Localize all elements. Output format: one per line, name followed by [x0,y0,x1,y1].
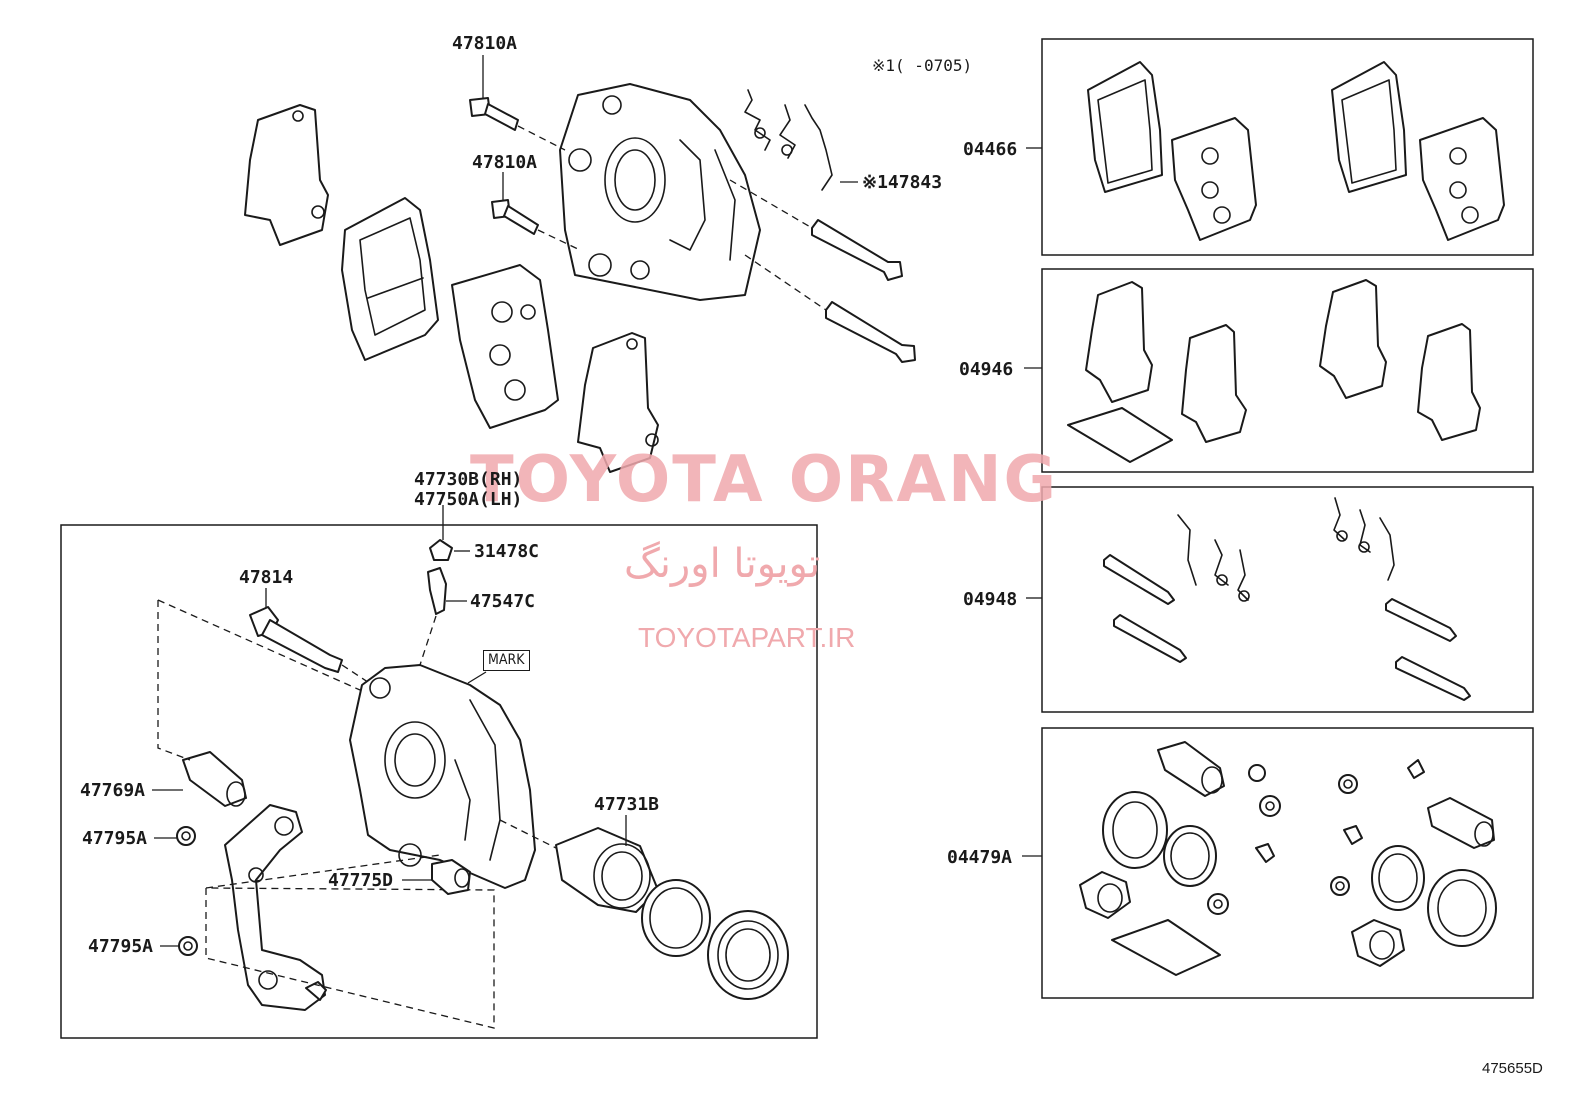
shim-upper-right [577,332,659,473]
label-47810a-mid: 47810A [472,152,538,173]
pin-47814 [249,606,343,673]
label-kit-04466: 04466 [963,139,1018,160]
piston-47731b [555,827,659,913]
diagram-code: 475655D [1482,1060,1543,1077]
kit-box-04946 [1041,268,1534,473]
upper-caliper [559,83,761,301]
bolt-47810a-mid [491,199,539,235]
kit-04479a-seals [1079,741,1497,976]
bushing-47769a [182,751,247,807]
washer-47795a-1 [176,826,196,846]
clip-47843-b [804,104,833,191]
label-47547c: 47547C [470,591,536,612]
label-47795a-1: 47795A [82,828,148,849]
bleeder-plug-47547c [427,567,447,615]
label-47814: 47814 [239,567,294,588]
label-kit-04479a: 04479A [947,847,1013,868]
label-kit-04948: 04948 [963,589,1018,610]
caliper-bracket [224,804,327,1011]
clip-47843-a [744,89,796,159]
label-47795a-2: 47795A [88,936,154,957]
bolt-47810a-top [469,97,519,131]
washer-47795a-2 [178,936,198,956]
kit-04946-shims [1067,279,1481,463]
bleeder-cap-31478c [429,539,453,561]
caliper-assembly-box [60,524,818,1039]
label-kit-04946: 04946 [959,359,1014,380]
kit-04466-pads [1087,61,1505,241]
watermark-persian: تویوتا اورنگ [624,541,821,587]
label-47731b: 47731B [594,794,660,815]
caliper-body [349,664,536,889]
label-47769a: 47769A [80,780,146,801]
pad-upper-outer [341,197,439,361]
pin-upper-2 [825,301,916,363]
label-31478c: 31478C [474,541,540,562]
label-47730b: 47730B(RH) [414,469,523,490]
label-47843: ※147843 [862,172,943,193]
shim-upper-left [244,104,329,246]
kit-box-04948 [1041,486,1534,713]
watermark-url: TOYOTAPART.IR [638,622,856,653]
label-47750a: 47750A(LH) [414,489,523,510]
label-mark: MARK [483,650,530,671]
boot-cylinder [707,910,789,1000]
kit-box-04466 [1041,38,1534,256]
pad-upper-inner [451,264,559,429]
piston-seal [641,879,711,957]
kit-box-04479a [1041,727,1534,999]
label-47775d: 47775D [328,870,394,891]
watermark-brand: TOYOTA ORANG [470,443,1059,517]
kit-04948-pins-clips [1103,497,1471,701]
label-note-range: ※1( -0705) [872,56,973,75]
pin-upper-1 [811,219,903,281]
label-47810a-top: 47810A [452,33,518,54]
